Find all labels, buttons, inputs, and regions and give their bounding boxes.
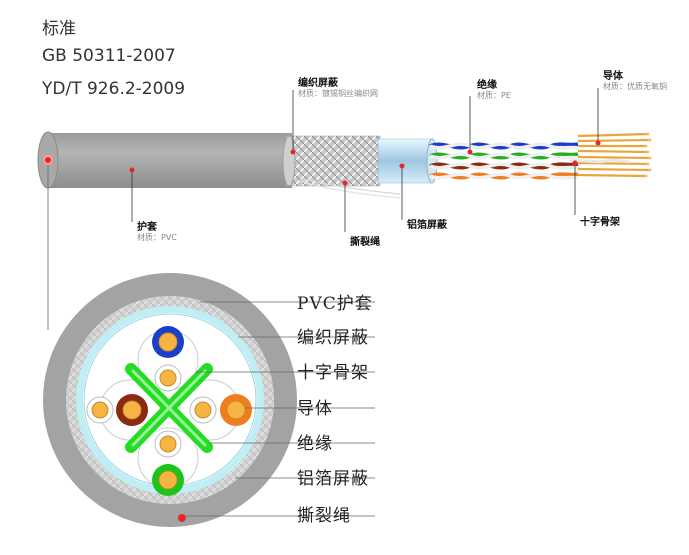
label-foil: 铝箔屏蔽 bbox=[407, 220, 447, 231]
label-jacket: 护套 bbox=[137, 222, 157, 233]
section-label-braid: 编织屏蔽 bbox=[297, 328, 369, 348]
section-label-cross: 十字骨架 bbox=[297, 363, 369, 383]
section-label-jacket: PVC护套 bbox=[297, 294, 373, 314]
section-label-conductor: 导体 bbox=[297, 399, 333, 419]
jacket-side bbox=[48, 133, 292, 188]
section-label-ripcord: 撕裂绳 bbox=[297, 506, 351, 526]
material-insulation: 材质：PE bbox=[477, 91, 511, 100]
section-label-foil: 铝箔屏蔽 bbox=[297, 469, 369, 489]
side-markers bbox=[43, 140, 601, 186]
label-insulation: 绝缘 bbox=[477, 80, 497, 91]
standards-heading: 标准 bbox=[42, 19, 76, 39]
cross-section bbox=[43, 273, 297, 527]
material-braid: 材质：镀锡铜丝编织网 bbox=[298, 89, 378, 98]
section-label-insulation: 绝缘 bbox=[297, 434, 333, 454]
material-conductor: 材质：优质无氧铜 bbox=[603, 82, 667, 91]
standard-yd: YD/T 926.2-2009 bbox=[42, 79, 186, 99]
label-cross-filler: 十字骨架 bbox=[580, 217, 620, 228]
label-conductor: 导体 bbox=[603, 71, 623, 82]
foil-side bbox=[377, 138, 433, 184]
side-leaders bbox=[47, 88, 599, 330]
label-braid: 编织屏蔽 bbox=[298, 78, 338, 89]
standard-gb: GB 50311-2007 bbox=[42, 46, 176, 66]
material-jacket: 材质：PVC bbox=[137, 233, 177, 242]
section-leaders bbox=[186, 301, 375, 517]
label-ripcord: 撕裂绳 bbox=[350, 237, 380, 248]
cable-side-view bbox=[37, 131, 652, 199]
